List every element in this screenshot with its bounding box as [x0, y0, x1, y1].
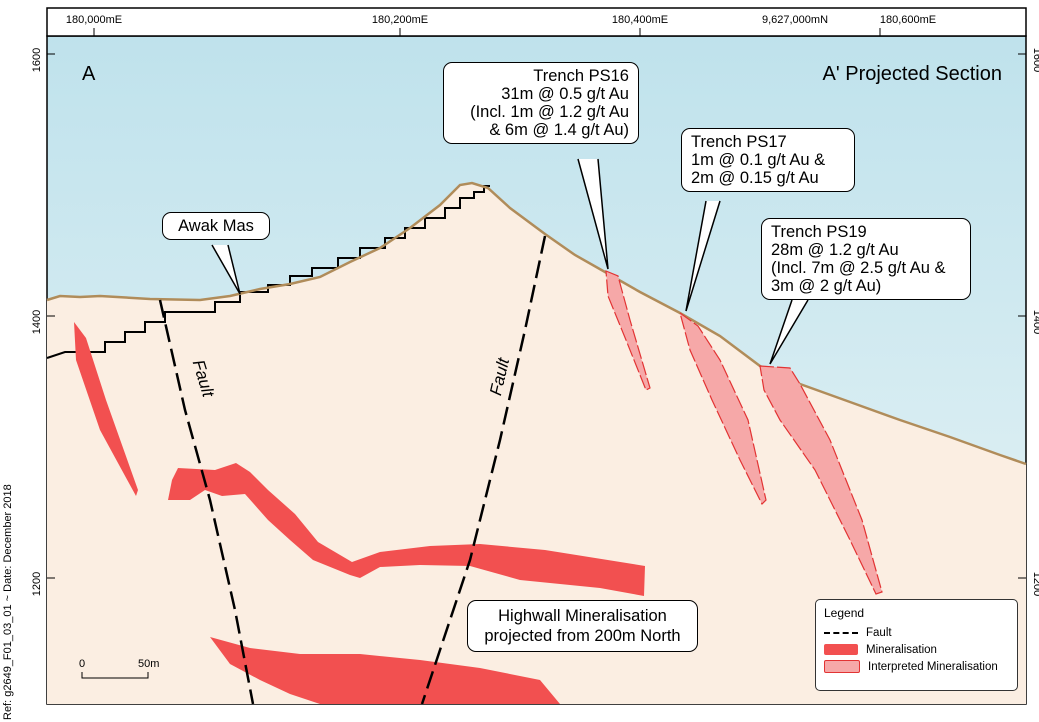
callout-ps17-line-0: Trench PS17 — [691, 133, 787, 151]
section-start-label: A — [82, 63, 96, 85]
legend-fault-swatch — [824, 631, 858, 634]
callout-ps19-line-3: 3m @ 2 g/t Au) — [771, 277, 882, 295]
callout-ps19-line-2: (Incl. 7m @ 2.5 g/t Au & — [771, 259, 946, 277]
callout-awak-mas-line-0: Awak Mas — [178, 217, 254, 235]
elevation-left-1400: 1400 — [31, 310, 43, 334]
callout-ps17-line-1: 1m @ 0.1 g/t Au & — [691, 151, 826, 169]
callout-pointer-ps16 — [577, 158, 609, 270]
callout-highwall-line-1: projected from 200m North — [484, 627, 681, 645]
easting-label-2: 180,400mE — [612, 14, 668, 26]
header-strip — [46, 7, 1027, 37]
elevation-right-1200: 1200 — [1031, 572, 1039, 596]
easting-label-1: 180,200mE — [372, 14, 428, 26]
callout-ps16-line-1: 31m @ 0.5 g/t Au — [501, 85, 629, 103]
ground-area — [47, 183, 1026, 704]
callout-ps17: Trench PS17 1m @ 0.1 g/t Au & 2m @ 0.15 … — [681, 128, 855, 192]
legend-fault-label: Fault — [866, 626, 892, 639]
legend-row-interpreted: Interpreted Mineralisation — [824, 658, 1009, 675]
callout-highwall-line-0: Highwall Mineralisation — [498, 607, 667, 625]
scale-distance: 50m — [138, 658, 159, 670]
callout-ps16: Trench PS16 31m @ 0.5 g/t Au (Incl. 1m @… — [443, 62, 639, 144]
interpreted-mineralisation-ps17 — [678, 311, 767, 506]
callout-ps19-line-1: 28m @ 1.2 g/t Au — [771, 241, 899, 259]
scale-zero: 0 — [79, 658, 85, 670]
interpreted-mineralisation-ps16 — [605, 270, 651, 391]
legend-title: Legend — [824, 606, 865, 620]
easting-ticks — [93, 28, 881, 36]
easting-label-0: 180,000mE — [66, 14, 122, 26]
mineralisation-body-3 — [210, 637, 560, 704]
legend-row-fault: Fault — [824, 624, 1009, 641]
callout-pointer-ps19 — [769, 299, 809, 365]
elevation-ticks — [47, 53, 1026, 579]
fault-line-west — [158, 299, 255, 705]
mineralisation-body-1 — [74, 322, 138, 496]
callout-ps16-line-2: (Incl. 1m @ 1.2 g/t Au — [470, 103, 629, 121]
callout-ps19-line-0: Trench PS19 — [771, 223, 867, 241]
callout-ps17-line-2: 2m @ 0.15 g/t Au — [691, 169, 819, 187]
fault-line-east — [420, 235, 547, 705]
northing-label: 9,627,000mN — [762, 14, 828, 26]
legend-interpreted-label: Interpreted Mineralisation — [868, 660, 998, 673]
legend-mineralisation-swatch — [824, 644, 858, 655]
callout-pointer-ps17 — [685, 200, 721, 312]
callout-ps19: Trench PS19 28m @ 1.2 g/t Au (Incl. 7m @… — [761, 218, 971, 300]
elevation-left-1600: 1600 — [31, 48, 43, 72]
callout-ps16-line-3: & 6m @ 1.4 g/t Au) — [489, 121, 629, 139]
interpreted-mineralisation-ps19 — [759, 365, 883, 595]
legend-mineralisation-label: Mineralisation — [866, 643, 937, 656]
elevation-right-1400: 1400 — [1031, 310, 1039, 334]
legend-row-mineralisation: Mineralisation — [824, 641, 1009, 658]
legend: Legend Fault Mineralisation Interpreted … — [815, 599, 1018, 691]
scale-bar — [81, 672, 149, 679]
legend-interpreted-swatch — [824, 660, 860, 673]
original-topography-line — [46, 185, 490, 359]
side-reference: Ref: g2649_F01_03_01 ~ Date: December 20… — [2, 484, 14, 720]
mineralisation-body-2 — [168, 463, 645, 596]
callout-pointer-awak-mas — [211, 244, 241, 295]
callout-highwall: Highwall Mineralisation projected from 2… — [467, 600, 698, 652]
easting-label-3: 180,600mE — [880, 14, 936, 26]
section-end-label: A' Projected Section — [823, 63, 1002, 85]
callout-ps16-line-0: Trench PS16 — [533, 67, 629, 85]
elevation-right-1600: 1600 — [1031, 48, 1039, 72]
elevation-left-1200: 1200 — [31, 572, 43, 596]
callout-awak-mas: Awak Mas — [162, 212, 270, 240]
